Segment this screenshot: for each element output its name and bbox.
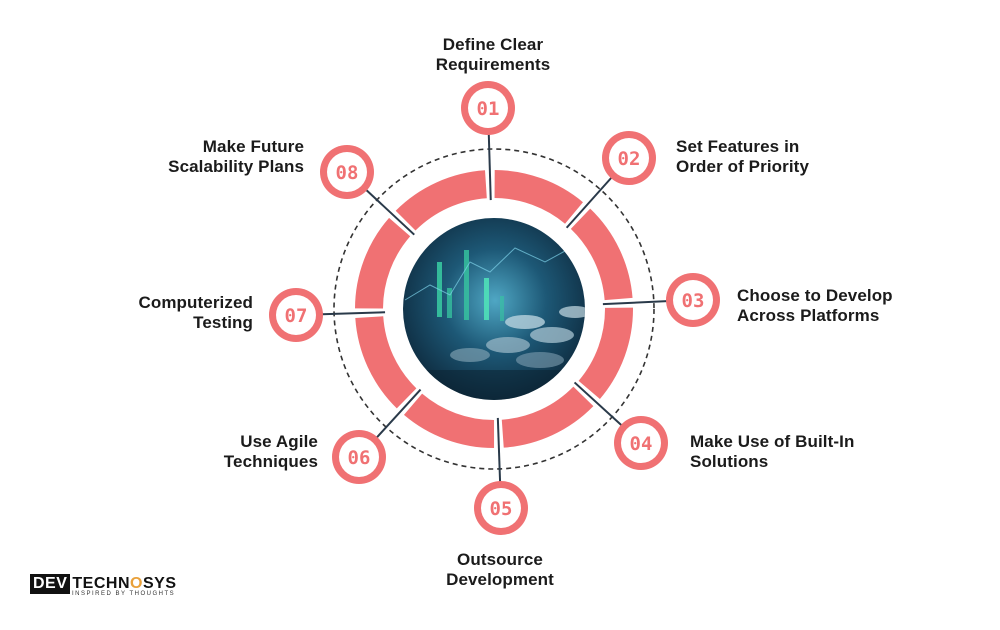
connector-line xyxy=(496,417,502,483)
step-label-line: Make Use of Built-In xyxy=(690,432,855,451)
step-label-07: Computerized Testing xyxy=(103,293,253,333)
step-label-04: Make Use of Built-In Solutions xyxy=(690,432,854,472)
coin-icon xyxy=(559,306,585,318)
logo-tagline: INSPIRED BY THOUGHTS xyxy=(72,591,176,597)
step-label-line: Techniques xyxy=(223,452,318,471)
step-badge-inner xyxy=(621,423,661,463)
coin-icon xyxy=(530,327,574,343)
step-badge-inner xyxy=(339,437,379,477)
ring-segment xyxy=(403,393,495,448)
ring-segment xyxy=(578,307,633,399)
ring-segment xyxy=(501,386,594,448)
logo-o: O xyxy=(130,575,143,592)
step-label-line: Computerized xyxy=(138,293,253,312)
step-number: 07 xyxy=(285,305,308,327)
step-label-line: Scalability Plans xyxy=(168,157,304,176)
ring-segments xyxy=(355,170,633,448)
step-label-line: Use Agile xyxy=(240,432,318,451)
step-badge-inner xyxy=(609,138,649,178)
connector-line xyxy=(375,388,422,439)
outer-dashed-ring xyxy=(333,148,655,470)
connector-line xyxy=(487,133,492,201)
step-number: 08 xyxy=(336,162,359,184)
ring-segment xyxy=(494,170,583,224)
logo-techno: TECHN xyxy=(72,575,131,592)
coin-icon xyxy=(450,348,490,362)
trend-line-icon xyxy=(404,239,585,301)
step-label-line: Set Features in xyxy=(676,137,800,156)
chart-bar-icon xyxy=(464,250,469,320)
ring-segment xyxy=(570,208,633,301)
step-label-line: Solutions xyxy=(690,452,769,471)
step-badge-inner xyxy=(468,88,508,128)
step-label-line: Define Clear xyxy=(442,35,544,54)
step-label-line: Outsource xyxy=(457,550,543,569)
step-number: 04 xyxy=(630,433,653,455)
chart-bar-icon xyxy=(447,288,452,318)
step-badges: 01 02 03 04 05 06 07 08 xyxy=(269,81,720,535)
ring-segment xyxy=(355,217,411,309)
chart-bar-icon xyxy=(500,296,504,321)
ring-segment xyxy=(355,315,417,409)
step-badge-inner xyxy=(276,295,316,335)
step-badge-inner xyxy=(481,488,521,528)
logo-dev: DEV xyxy=(30,574,71,594)
step-badge-inner xyxy=(673,280,713,320)
coin-icon xyxy=(505,315,545,329)
connector-lines xyxy=(321,133,668,483)
step-label-06: Use Agile Techniques xyxy=(168,432,318,472)
step-label-line: Testing xyxy=(193,313,253,332)
step-number: 03 xyxy=(682,290,705,312)
step-number: 02 xyxy=(618,148,641,170)
ring-segment xyxy=(395,170,488,231)
step-label-line: Requirements xyxy=(435,55,551,74)
step-label-line: Choose to Develop xyxy=(737,286,893,305)
step-label-line: Make Future xyxy=(202,137,304,156)
chart-bar-icon xyxy=(484,278,489,320)
connector-line xyxy=(573,381,623,427)
step-label-05: Outsource Development xyxy=(430,550,570,590)
coin-icon xyxy=(486,337,530,353)
step-number: 06 xyxy=(348,447,371,469)
step-label-line: Order of Priority xyxy=(676,157,810,176)
step-label-line: Across Platforms xyxy=(737,306,880,325)
step-label-line: Development xyxy=(446,570,554,589)
step-label-01: Define Clear Requirements xyxy=(418,35,568,75)
logo-sys: SYS xyxy=(142,575,177,592)
connector-line xyxy=(602,300,668,306)
connector-line xyxy=(565,176,613,229)
step-label-08: Make Future Scalability Plans xyxy=(124,137,304,177)
step-label-03: Choose to Develop Across Platforms xyxy=(737,286,893,326)
connector-line xyxy=(321,311,386,316)
step-number: 01 xyxy=(477,98,500,120)
coin-icon xyxy=(516,352,564,368)
step-badge-inner xyxy=(327,152,367,192)
step-number: 05 xyxy=(490,498,513,520)
step-label-02: Set Features in Order of Priority xyxy=(676,137,809,177)
connector-line xyxy=(365,188,415,236)
center-image xyxy=(403,218,585,400)
